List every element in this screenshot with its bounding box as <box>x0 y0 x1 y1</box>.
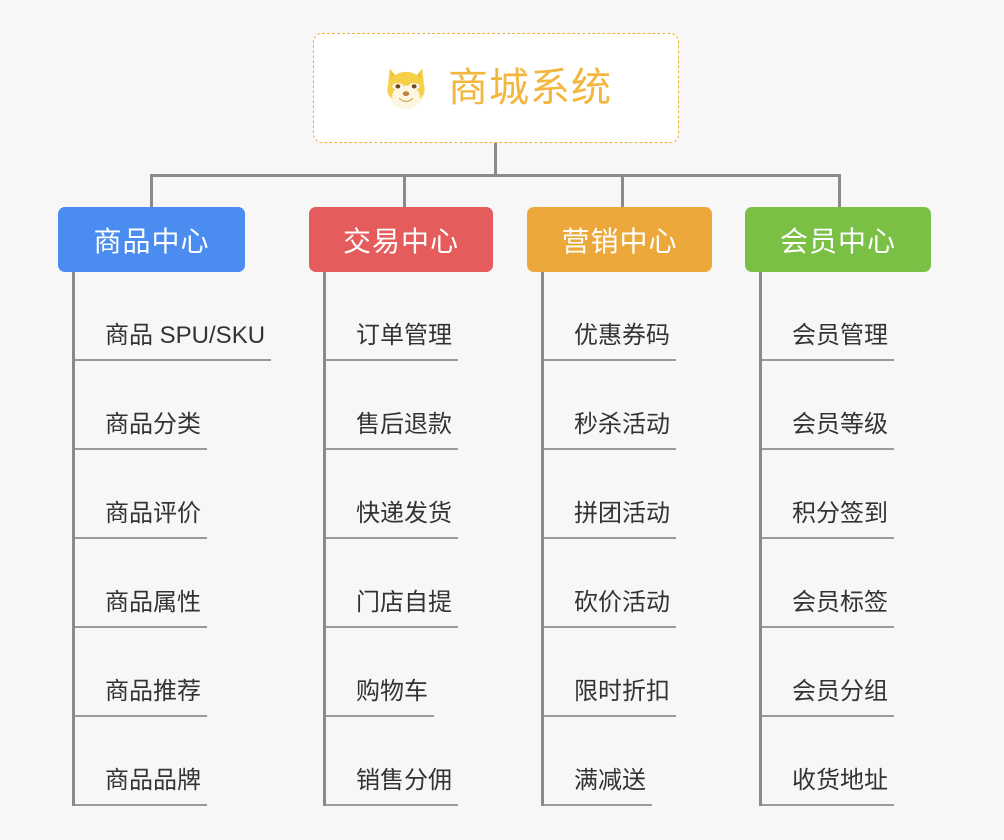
leaf-label: 拼团活动 <box>572 502 676 539</box>
root-node-shop-system[interactable]: 商城系统 <box>313 33 679 143</box>
leaf-label: 购物车 <box>354 680 434 717</box>
leaf-label: 销售分佣 <box>354 769 458 806</box>
leaf-list-2: 订单管理 售后退款 快递发货 门店自提 购物车 销售分佣 <box>323 272 493 806</box>
leaf-label: 商品品牌 <box>103 769 207 806</box>
leaf-label: 商品推荐 <box>103 680 207 717</box>
category-column-2: 交易中心 订单管理 售后退款 快递发货 门店自提 购物车 销售分佣 <box>309 207 493 806</box>
leaf-label: 会员标签 <box>790 591 894 628</box>
leaf-item[interactable]: 商品属性 <box>75 539 245 628</box>
leaf-item[interactable]: 会员等级 <box>762 361 931 450</box>
connector-drop-2 <box>403 174 406 207</box>
leaf-list-4: 会员管理 会员等级 积分签到 会员标签 会员分组 收货地址 <box>759 272 931 806</box>
leaf-item[interactable]: 拼团活动 <box>544 450 712 539</box>
leaf-label: 订单管理 <box>354 324 458 361</box>
leaf-label: 会员等级 <box>790 413 894 450</box>
connector-horizontal-bus <box>150 174 838 177</box>
leaf-label: 商品分类 <box>103 413 207 450</box>
leaf-label: 快递发货 <box>354 502 458 539</box>
category-header-3[interactable]: 营销中心 <box>527 207 712 272</box>
category-header-1[interactable]: 商品中心 <box>58 207 245 272</box>
leaf-label: 商品评价 <box>103 502 207 539</box>
leaf-item[interactable]: 收货地址 <box>762 717 931 806</box>
leaf-item[interactable]: 商品 SPU/SKU <box>75 272 272 361</box>
leaf-item[interactable]: 会员管理 <box>762 272 931 361</box>
leaf-label: 砍价活动 <box>572 591 676 628</box>
leaf-item[interactable]: 满减送 <box>544 717 712 806</box>
leaf-item[interactable]: 优惠券码 <box>544 272 712 361</box>
leaf-item[interactable]: 商品品牌 <box>75 717 245 806</box>
leaf-item[interactable]: 快递发货 <box>326 450 493 539</box>
connector-drop-3 <box>621 174 624 207</box>
leaf-list-1: 商品 SPU/SKU 商品分类 商品评价 商品属性 商品推荐 商品品牌 <box>72 272 272 806</box>
root-title: 商城系统 <box>448 66 612 110</box>
leaf-item[interactable]: 积分签到 <box>762 450 931 539</box>
leaf-label: 商品属性 <box>103 591 207 628</box>
leaf-item[interactable]: 商品评价 <box>75 450 245 539</box>
leaf-label: 满减送 <box>572 769 652 806</box>
leaf-label: 优惠券码 <box>572 324 676 361</box>
category-header-4[interactable]: 会员中心 <box>745 207 931 272</box>
leaf-label: 售后退款 <box>354 413 458 450</box>
leaf-item[interactable]: 销售分佣 <box>326 717 493 806</box>
dog-face-icon <box>380 62 432 114</box>
leaf-label: 限时折扣 <box>572 680 676 717</box>
leaf-label: 会员管理 <box>790 324 894 361</box>
leaf-item[interactable]: 购物车 <box>326 628 493 717</box>
leaf-item[interactable]: 门店自提 <box>326 539 493 628</box>
leaf-label: 秒杀活动 <box>572 413 676 450</box>
connector-drop-4 <box>838 174 841 207</box>
leaf-item[interactable]: 售后退款 <box>326 361 493 450</box>
leaf-item[interactable]: 会员分组 <box>762 628 931 717</box>
category-header-3-label: 营销中心 <box>561 225 678 257</box>
category-header-2[interactable]: 交易中心 <box>309 207 493 272</box>
connector-drop-1 <box>150 174 153 207</box>
leaf-item[interactable]: 限时折扣 <box>544 628 712 717</box>
category-header-4-label: 会员中心 <box>779 225 896 257</box>
category-column-1: 商品中心 商品 SPU/SKU 商品分类 商品评价 商品属性 商品推荐 商品品牌 <box>58 207 272 806</box>
connector-root-stem <box>494 143 497 176</box>
leaf-item[interactable]: 砍价活动 <box>544 539 712 628</box>
category-header-1-label: 商品中心 <box>93 225 210 257</box>
leaf-list-3: 优惠券码 秒杀活动 拼团活动 砍价活动 限时折扣 满减送 <box>541 272 712 806</box>
leaf-item[interactable]: 秒杀活动 <box>544 361 712 450</box>
leaf-label: 会员分组 <box>790 680 894 717</box>
category-header-2-label: 交易中心 <box>342 225 459 257</box>
leaf-item[interactable]: 商品分类 <box>75 361 245 450</box>
leaf-label: 收货地址 <box>790 769 894 806</box>
leaf-item[interactable]: 会员标签 <box>762 539 931 628</box>
leaf-item[interactable]: 商品推荐 <box>75 628 245 717</box>
category-column-4: 会员中心 会员管理 会员等级 积分签到 会员标签 会员分组 收货地址 <box>745 207 931 806</box>
leaf-label: 积分签到 <box>790 502 894 539</box>
leaf-label: 门店自提 <box>354 591 458 628</box>
leaf-item[interactable]: 订单管理 <box>326 272 493 361</box>
leaf-label: 商品 SPU/SKU <box>103 324 272 361</box>
category-column-3: 营销中心 优惠券码 秒杀活动 拼团活动 砍价活动 限时折扣 满减送 <box>527 207 712 806</box>
